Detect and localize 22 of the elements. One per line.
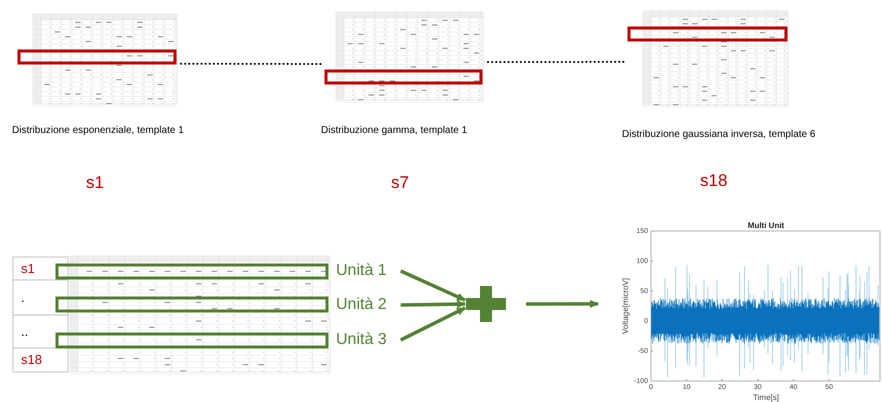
node-label: Distribuzione gamma, template 1 [321, 126, 468, 136]
axis-title: Time[s] [753, 394, 779, 402]
arrow [400, 306, 466, 342]
dotted-connector [487, 60, 625, 63]
table-cell-text: s1 [21, 262, 35, 274]
unit-label: Unità 2 [336, 296, 387, 314]
arrow [400, 269, 466, 302]
arrow [526, 300, 599, 308]
node-label: Distribuzione esponenziale, template 1 [12, 126, 184, 136]
table-cell-text: s18 [21, 353, 42, 366]
axis-title: Voltage[microV] [622, 278, 630, 334]
dotted-connector [180, 62, 322, 65]
sample-label: s7 [391, 174, 409, 191]
chart-title: Multi Unit [748, 222, 784, 230]
sample-label: s1 [86, 174, 104, 191]
arrow [400, 300, 466, 308]
sample-label: s18 [700, 172, 728, 189]
unit-label: Unità 3 [336, 331, 387, 349]
node-label: Distribuzione gaussiana inversa, template 6 [622, 130, 816, 140]
table-cell-text: .. [21, 324, 28, 338]
unit-label: Unità 1 [336, 262, 387, 280]
table-cell-text: . [21, 290, 25, 304]
